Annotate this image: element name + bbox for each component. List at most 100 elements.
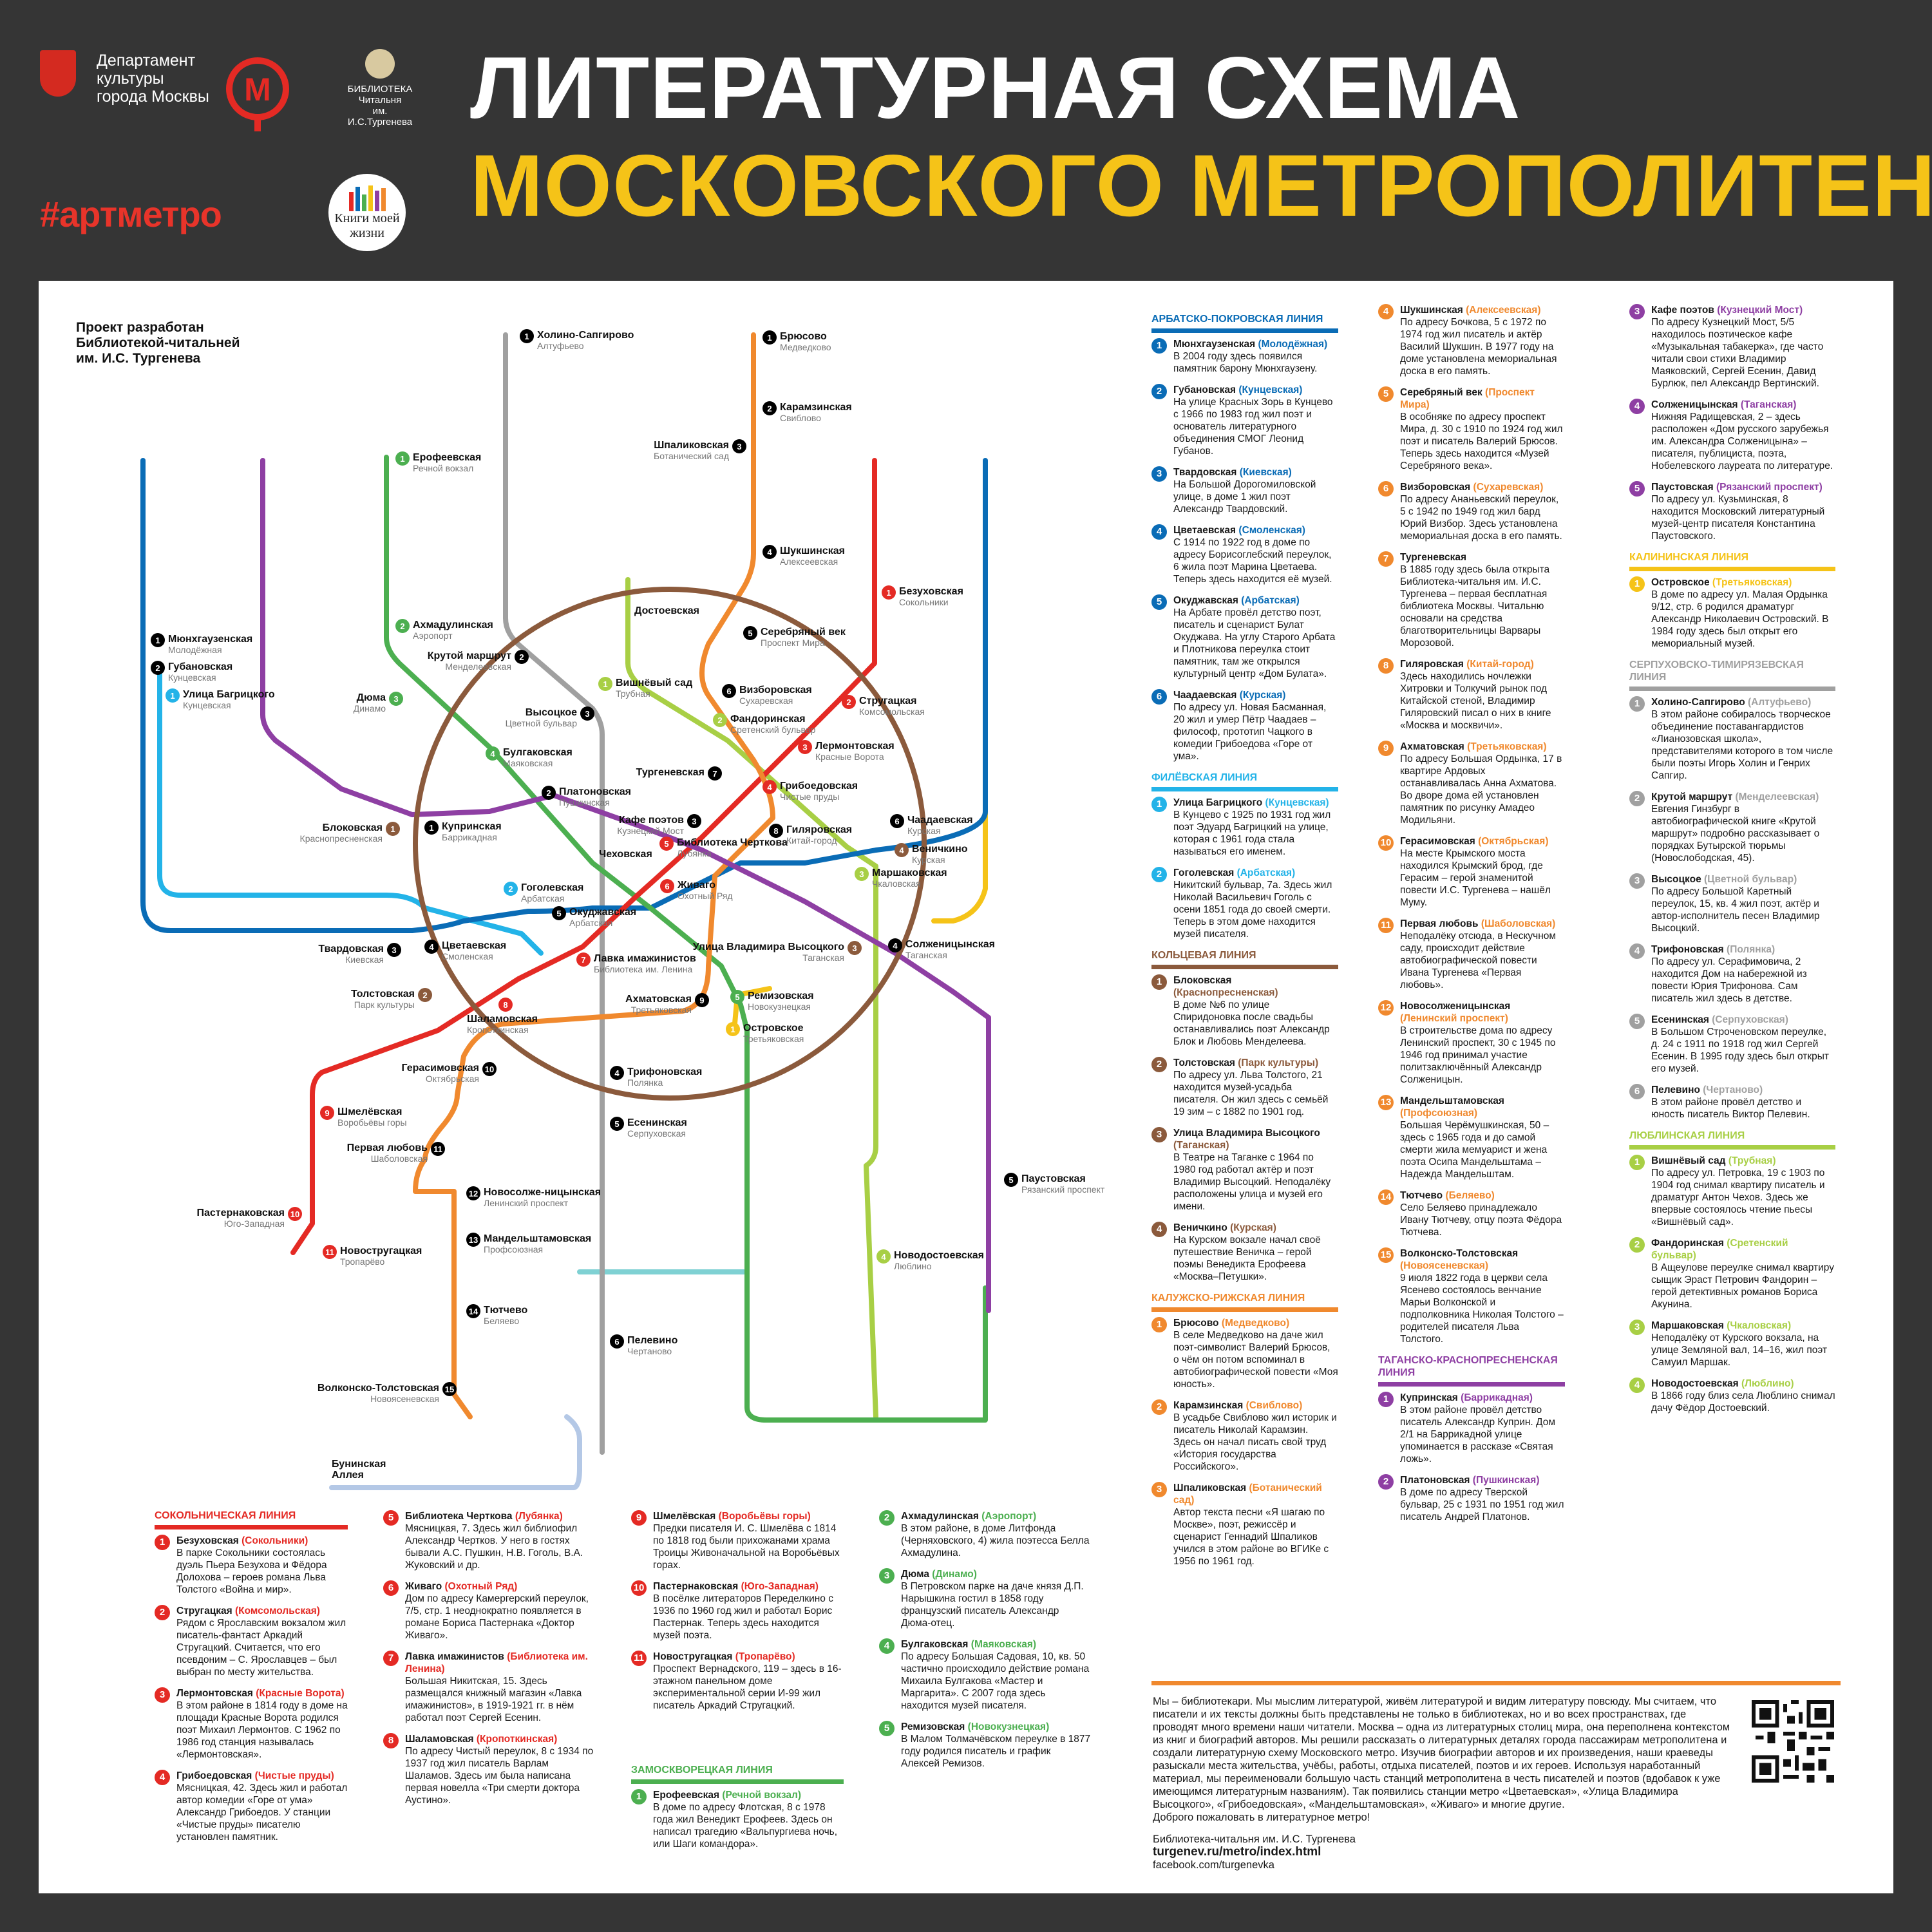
station-dot-k3[interactable] bbox=[848, 941, 862, 955]
qr-code-icon[interactable] bbox=[1752, 1700, 1834, 1783]
station-dot-s9[interactable] bbox=[320, 1106, 334, 1120]
station-label-chekh[interactable]: Чеховская bbox=[599, 849, 652, 860]
station-dot-g4[interactable] bbox=[610, 1066, 624, 1080]
station-dot-t1[interactable] bbox=[424, 820, 439, 835]
station-dot-s3[interactable] bbox=[798, 740, 812, 754]
station-dot-s2[interactable] bbox=[842, 695, 856, 709]
station-dot-a4[interactable] bbox=[424, 940, 439, 954]
station-dot-f2[interactable] bbox=[504, 882, 518, 896]
station-dot-g5[interactable] bbox=[610, 1117, 624, 1131]
station-dot-s8[interactable] bbox=[498, 998, 513, 1012]
station-dot-s4[interactable] bbox=[762, 780, 777, 794]
station-dot-c1[interactable] bbox=[726, 1022, 740, 1036]
station-dot-o1[interactable] bbox=[762, 330, 777, 345]
station-dot-g3[interactable] bbox=[580, 706, 594, 721]
station-dot-o14[interactable] bbox=[466, 1304, 480, 1318]
station-dot-o5[interactable] bbox=[743, 626, 757, 640]
station-dot-a6[interactable] bbox=[890, 814, 904, 828]
station-dot-a1[interactable] bbox=[151, 633, 165, 647]
station-dot-o4[interactable] bbox=[762, 545, 777, 559]
about-url-link[interactable]: turgenev.ru/metro/index.html bbox=[1153, 1845, 1321, 1859]
station-dot-o9[interactable] bbox=[695, 993, 709, 1007]
station-dot-l4[interactable] bbox=[876, 1249, 891, 1264]
station-dot-z3[interactable] bbox=[389, 692, 403, 706]
station-dot-a5[interactable] bbox=[552, 906, 566, 920]
station-dot-t3[interactable] bbox=[687, 814, 701, 828]
station-dot-l1[interactable] bbox=[598, 677, 612, 691]
station-dot-g1[interactable] bbox=[520, 329, 534, 343]
station-label-o7[interactable]: Тургеневская bbox=[636, 767, 705, 778]
station-dot-o12[interactable] bbox=[466, 1186, 480, 1200]
station-dot-z2[interactable] bbox=[395, 619, 410, 633]
station-dot-o11[interactable] bbox=[431, 1142, 445, 1156]
station-dot-z1[interactable] bbox=[395, 451, 410, 466]
station-dot-a3[interactable] bbox=[387, 943, 401, 957]
station-dot-t2[interactable] bbox=[542, 786, 556, 800]
station-dot-o13[interactable] bbox=[466, 1233, 480, 1247]
station-dot-o2[interactable] bbox=[762, 401, 777, 415]
station-dot-s10[interactable] bbox=[288, 1207, 302, 1221]
station-dot-o3[interactable] bbox=[732, 439, 746, 453]
station-dot-a2[interactable] bbox=[151, 661, 165, 675]
station-dot-o6[interactable] bbox=[722, 684, 736, 698]
station-dot-g6[interactable] bbox=[610, 1334, 624, 1349]
station-dot-t5[interactable] bbox=[1004, 1173, 1018, 1187]
station-dot-g2[interactable] bbox=[515, 650, 529, 664]
station-dot-k1[interactable] bbox=[386, 822, 400, 836]
station-dot-t4[interactable] bbox=[888, 938, 902, 952]
station-dot-z5[interactable] bbox=[730, 990, 744, 1004]
station-dot-l3[interactable] bbox=[855, 867, 869, 881]
station-dot-z4[interactable] bbox=[486, 746, 500, 761]
station-dot-o8[interactable] bbox=[769, 824, 783, 838]
